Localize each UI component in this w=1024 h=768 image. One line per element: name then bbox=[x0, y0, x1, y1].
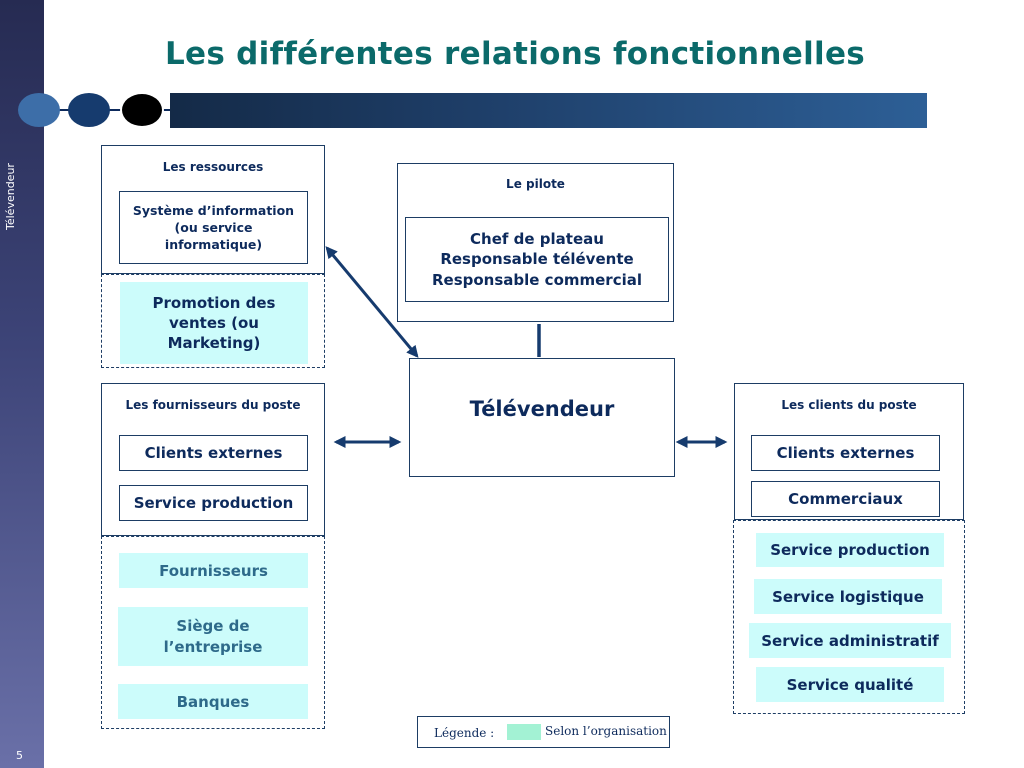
ressources-optional-area: Promotion des ventes (ou Marketing) bbox=[101, 274, 325, 368]
banques-box: Banques bbox=[118, 684, 308, 719]
fournisseurs-optional-area: Fournisseurs Siège de l’entreprise Banqu… bbox=[101, 536, 325, 729]
role-chef-plateau: Chef de plateau bbox=[470, 229, 604, 248]
client-clients-externes: Clients externes bbox=[751, 435, 940, 471]
fournisseur-service-production: Service production bbox=[119, 485, 308, 521]
slide-title: Les différentes relations fonctionnelles bbox=[164, 36, 866, 72]
clients-box: Les clients du poste Clients externes Co… bbox=[734, 383, 964, 520]
systeme-information-box: Système d’information (ou service inform… bbox=[119, 191, 308, 264]
client-service-qualite: Service qualité bbox=[756, 667, 944, 702]
client-service-administratif: Service administratif bbox=[749, 623, 951, 658]
clients-optional-area: Service production Service logistique Se… bbox=[733, 520, 965, 714]
role-responsable-commercial: Responsable commercial bbox=[431, 270, 643, 289]
fournisseur-clients-externes: Clients externes bbox=[119, 435, 308, 471]
legend-item: Selon l’organisation bbox=[545, 724, 667, 738]
sidebar-title-text: Télévendeur bbox=[4, 163, 17, 230]
televendeur-box: Télévendeur bbox=[409, 358, 675, 477]
pilote-box: Le pilote Chef de plateau Responsable té… bbox=[397, 163, 674, 322]
sidebar-title: Télévendeur bbox=[4, 160, 24, 230]
legend-label: Légende : bbox=[434, 726, 495, 740]
televendeur-label: Télévendeur bbox=[469, 397, 615, 421]
page-number: 5 bbox=[16, 749, 23, 762]
client-service-production: Service production bbox=[756, 533, 944, 567]
header-dot-light bbox=[18, 93, 60, 127]
header-dot-dark bbox=[120, 92, 164, 128]
client-commerciaux: Commerciaux bbox=[751, 481, 940, 517]
sidebar: Télévendeur 5 bbox=[0, 0, 44, 768]
pilote-header: Le pilote bbox=[506, 177, 565, 191]
role-responsable-televente: Responsable télévente bbox=[440, 250, 634, 269]
fournisseurs-header: Les fournisseurs du poste bbox=[125, 398, 301, 412]
ressources-header: Les ressources bbox=[162, 160, 264, 174]
header-bar bbox=[170, 93, 927, 128]
promotion-ventes-box: Promotion des ventes (ou Marketing) bbox=[120, 282, 308, 364]
client-service-logistique: Service logistique bbox=[754, 579, 942, 614]
siege-entreprise-box: Siège de l’entreprise bbox=[118, 607, 308, 666]
legend: Légende : Selon l’organisation bbox=[417, 716, 670, 748]
header-dot-mid bbox=[68, 93, 110, 127]
fournisseurs-box: Les fournisseurs du poste Clients extern… bbox=[101, 383, 325, 536]
clients-header: Les clients du poste bbox=[781, 398, 917, 412]
pilote-roles-box: Chef de plateau Responsable télévente Re… bbox=[405, 217, 669, 302]
fournisseurs-optional-box: Fournisseurs bbox=[119, 553, 308, 588]
ressources-box: Les ressources Système d’information (ou… bbox=[101, 145, 325, 274]
legend-swatch bbox=[507, 724, 541, 740]
